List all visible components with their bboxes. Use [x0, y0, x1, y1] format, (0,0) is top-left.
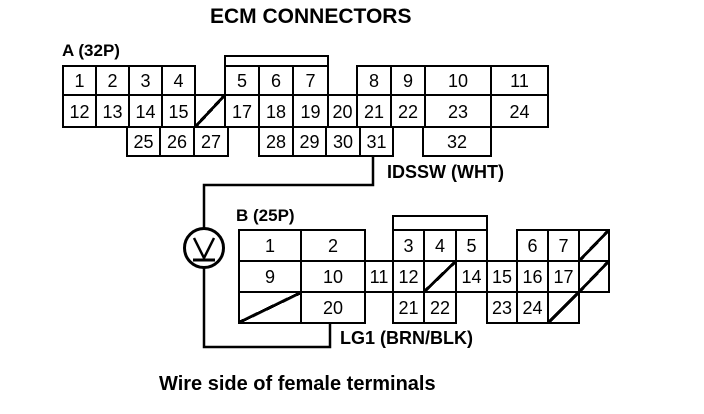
- terminal-a-22: 22: [390, 94, 426, 128]
- connector-b-label: B (25P): [236, 206, 295, 225]
- terminal-b-10: 10: [300, 260, 366, 293]
- terminal-a-31: 31: [359, 126, 394, 157]
- terminal-a-13: 13: [95, 94, 130, 128]
- terminal-a-26: 26: [159, 126, 195, 157]
- terminal-b-17: 17: [547, 260, 580, 293]
- wire-label-idssw: IDSSW (WHT): [387, 162, 504, 182]
- footer-note: Wire side of female terminals: [159, 373, 436, 395]
- terminal-a-8: 8: [356, 65, 392, 96]
- terminal-b-blocked: [547, 291, 580, 324]
- terminal-b-blocked: [238, 291, 302, 324]
- terminal-b-23: 23: [486, 291, 518, 324]
- terminal-a-17: 17: [224, 94, 260, 128]
- terminal-b-4: 4: [423, 229, 457, 262]
- terminal-a-29: 29: [292, 126, 327, 157]
- terminal-a-30: 30: [325, 126, 361, 157]
- terminal-b-16: 16: [516, 260, 549, 293]
- terminal-a-32: 32: [422, 126, 492, 157]
- terminal-b-15: 15: [486, 260, 518, 293]
- terminal-b-5: 5: [455, 229, 488, 262]
- terminal-b-blocked: [423, 260, 457, 293]
- terminal-a-25: 25: [126, 126, 161, 157]
- terminal-a-blocked: [194, 94, 226, 128]
- page-title: ECM CONNECTORS: [210, 5, 412, 28]
- terminal-b-1: 1: [238, 229, 302, 262]
- terminal-b-12: 12: [392, 260, 425, 293]
- terminal-b-21: 21: [392, 291, 425, 324]
- wire-label-lg1: LG1 (BRN/BLK): [340, 328, 473, 348]
- terminal-a-4: 4: [161, 65, 196, 96]
- terminal-a-15: 15: [161, 94, 196, 128]
- terminal-b-24: 24: [516, 291, 549, 324]
- connector-b-row3-group1: 20: [238, 291, 366, 324]
- terminal-a-10: 10: [424, 65, 492, 96]
- terminal-a-23: 23: [424, 94, 492, 128]
- terminal-a-28: 28: [258, 126, 294, 157]
- terminal-a-9: 9: [390, 65, 426, 96]
- terminal-a-7: 7: [292, 65, 329, 96]
- terminal-a-21: 21: [356, 94, 392, 128]
- terminal-a-19: 19: [292, 94, 329, 128]
- terminal-a-24: 24: [490, 94, 549, 128]
- terminal-b-14: 14: [455, 260, 488, 293]
- terminal-a-27: 27: [193, 126, 229, 157]
- connector-a-label: A (32P): [62, 41, 120, 60]
- terminal-a-12: 12: [62, 94, 97, 128]
- terminal-a-20: 20: [327, 94, 358, 128]
- terminal-a-2: 2: [95, 65, 130, 96]
- terminal-b-6: 6: [516, 229, 549, 262]
- terminal-a-14: 14: [128, 94, 163, 128]
- terminal-b-blocked: [578, 229, 610, 262]
- terminal-b-7: 7: [547, 229, 580, 262]
- terminal-b-blocked: [578, 260, 610, 293]
- terminal-a-3: 3: [128, 65, 163, 96]
- wire-idssw-path: [202, 157, 375, 229]
- terminal-b-20: 20: [300, 291, 366, 324]
- terminal-a-18: 18: [258, 94, 294, 128]
- terminal-b-22: 22: [423, 291, 457, 324]
- terminal-a-1: 1: [62, 65, 97, 96]
- terminal-b-2: 2: [300, 229, 366, 262]
- terminal-b-11: 11: [364, 260, 394, 293]
- voltmeter-icon: [183, 227, 225, 269]
- terminal-a-5: 5: [224, 65, 260, 96]
- terminal-b-3: 3: [392, 229, 425, 262]
- terminal-a-11: 11: [490, 65, 549, 96]
- terminal-b-9: 9: [238, 260, 302, 293]
- terminal-a-6: 6: [258, 65, 294, 96]
- connector-a-row3-group3: 32: [422, 126, 492, 157]
- wire-lg1-path: [202, 267, 332, 349]
